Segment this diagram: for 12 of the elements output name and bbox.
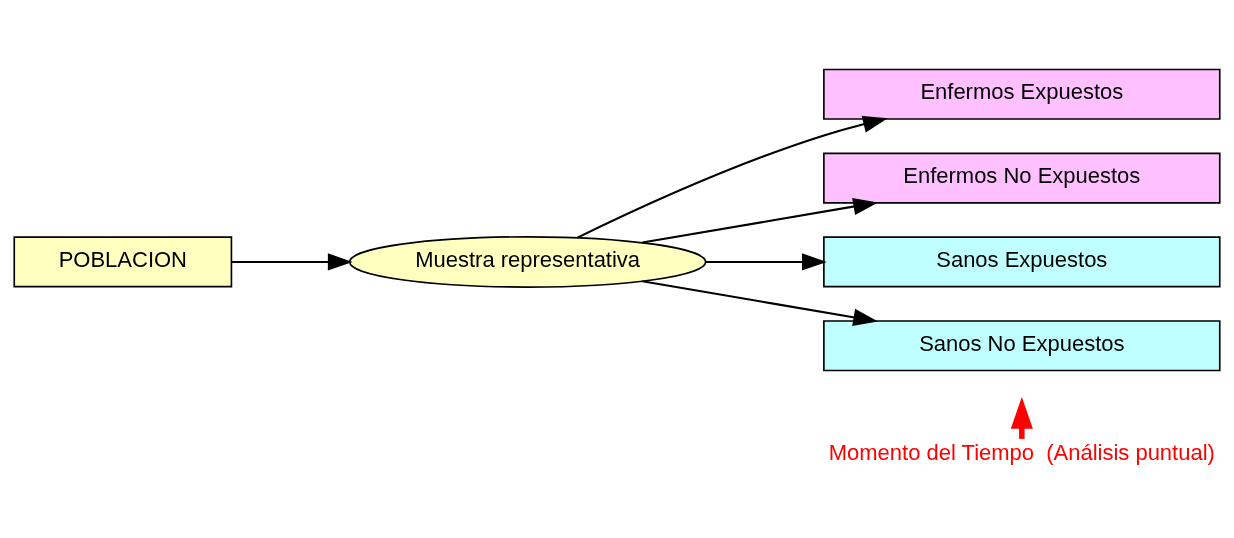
node-text: Momento del Tiempo (Análisis puntual) bbox=[828, 439, 1215, 465]
arrow bbox=[231, 252, 353, 271]
node-box: Enfermos Expuestos bbox=[823, 68, 1221, 120]
arrow bbox=[642, 197, 879, 244]
node-box: Sanos Expuestos bbox=[823, 235, 1221, 287]
arrow bbox=[642, 279, 879, 326]
node-box: Enfermos No Expuestos bbox=[823, 152, 1221, 204]
node-ellipse: Muestra representativa bbox=[348, 235, 707, 288]
arrow bbox=[705, 252, 827, 271]
node-box: Sanos No Expuestos bbox=[823, 319, 1221, 371]
node-box: POBLACION bbox=[13, 235, 233, 287]
arrow bbox=[577, 115, 888, 239]
